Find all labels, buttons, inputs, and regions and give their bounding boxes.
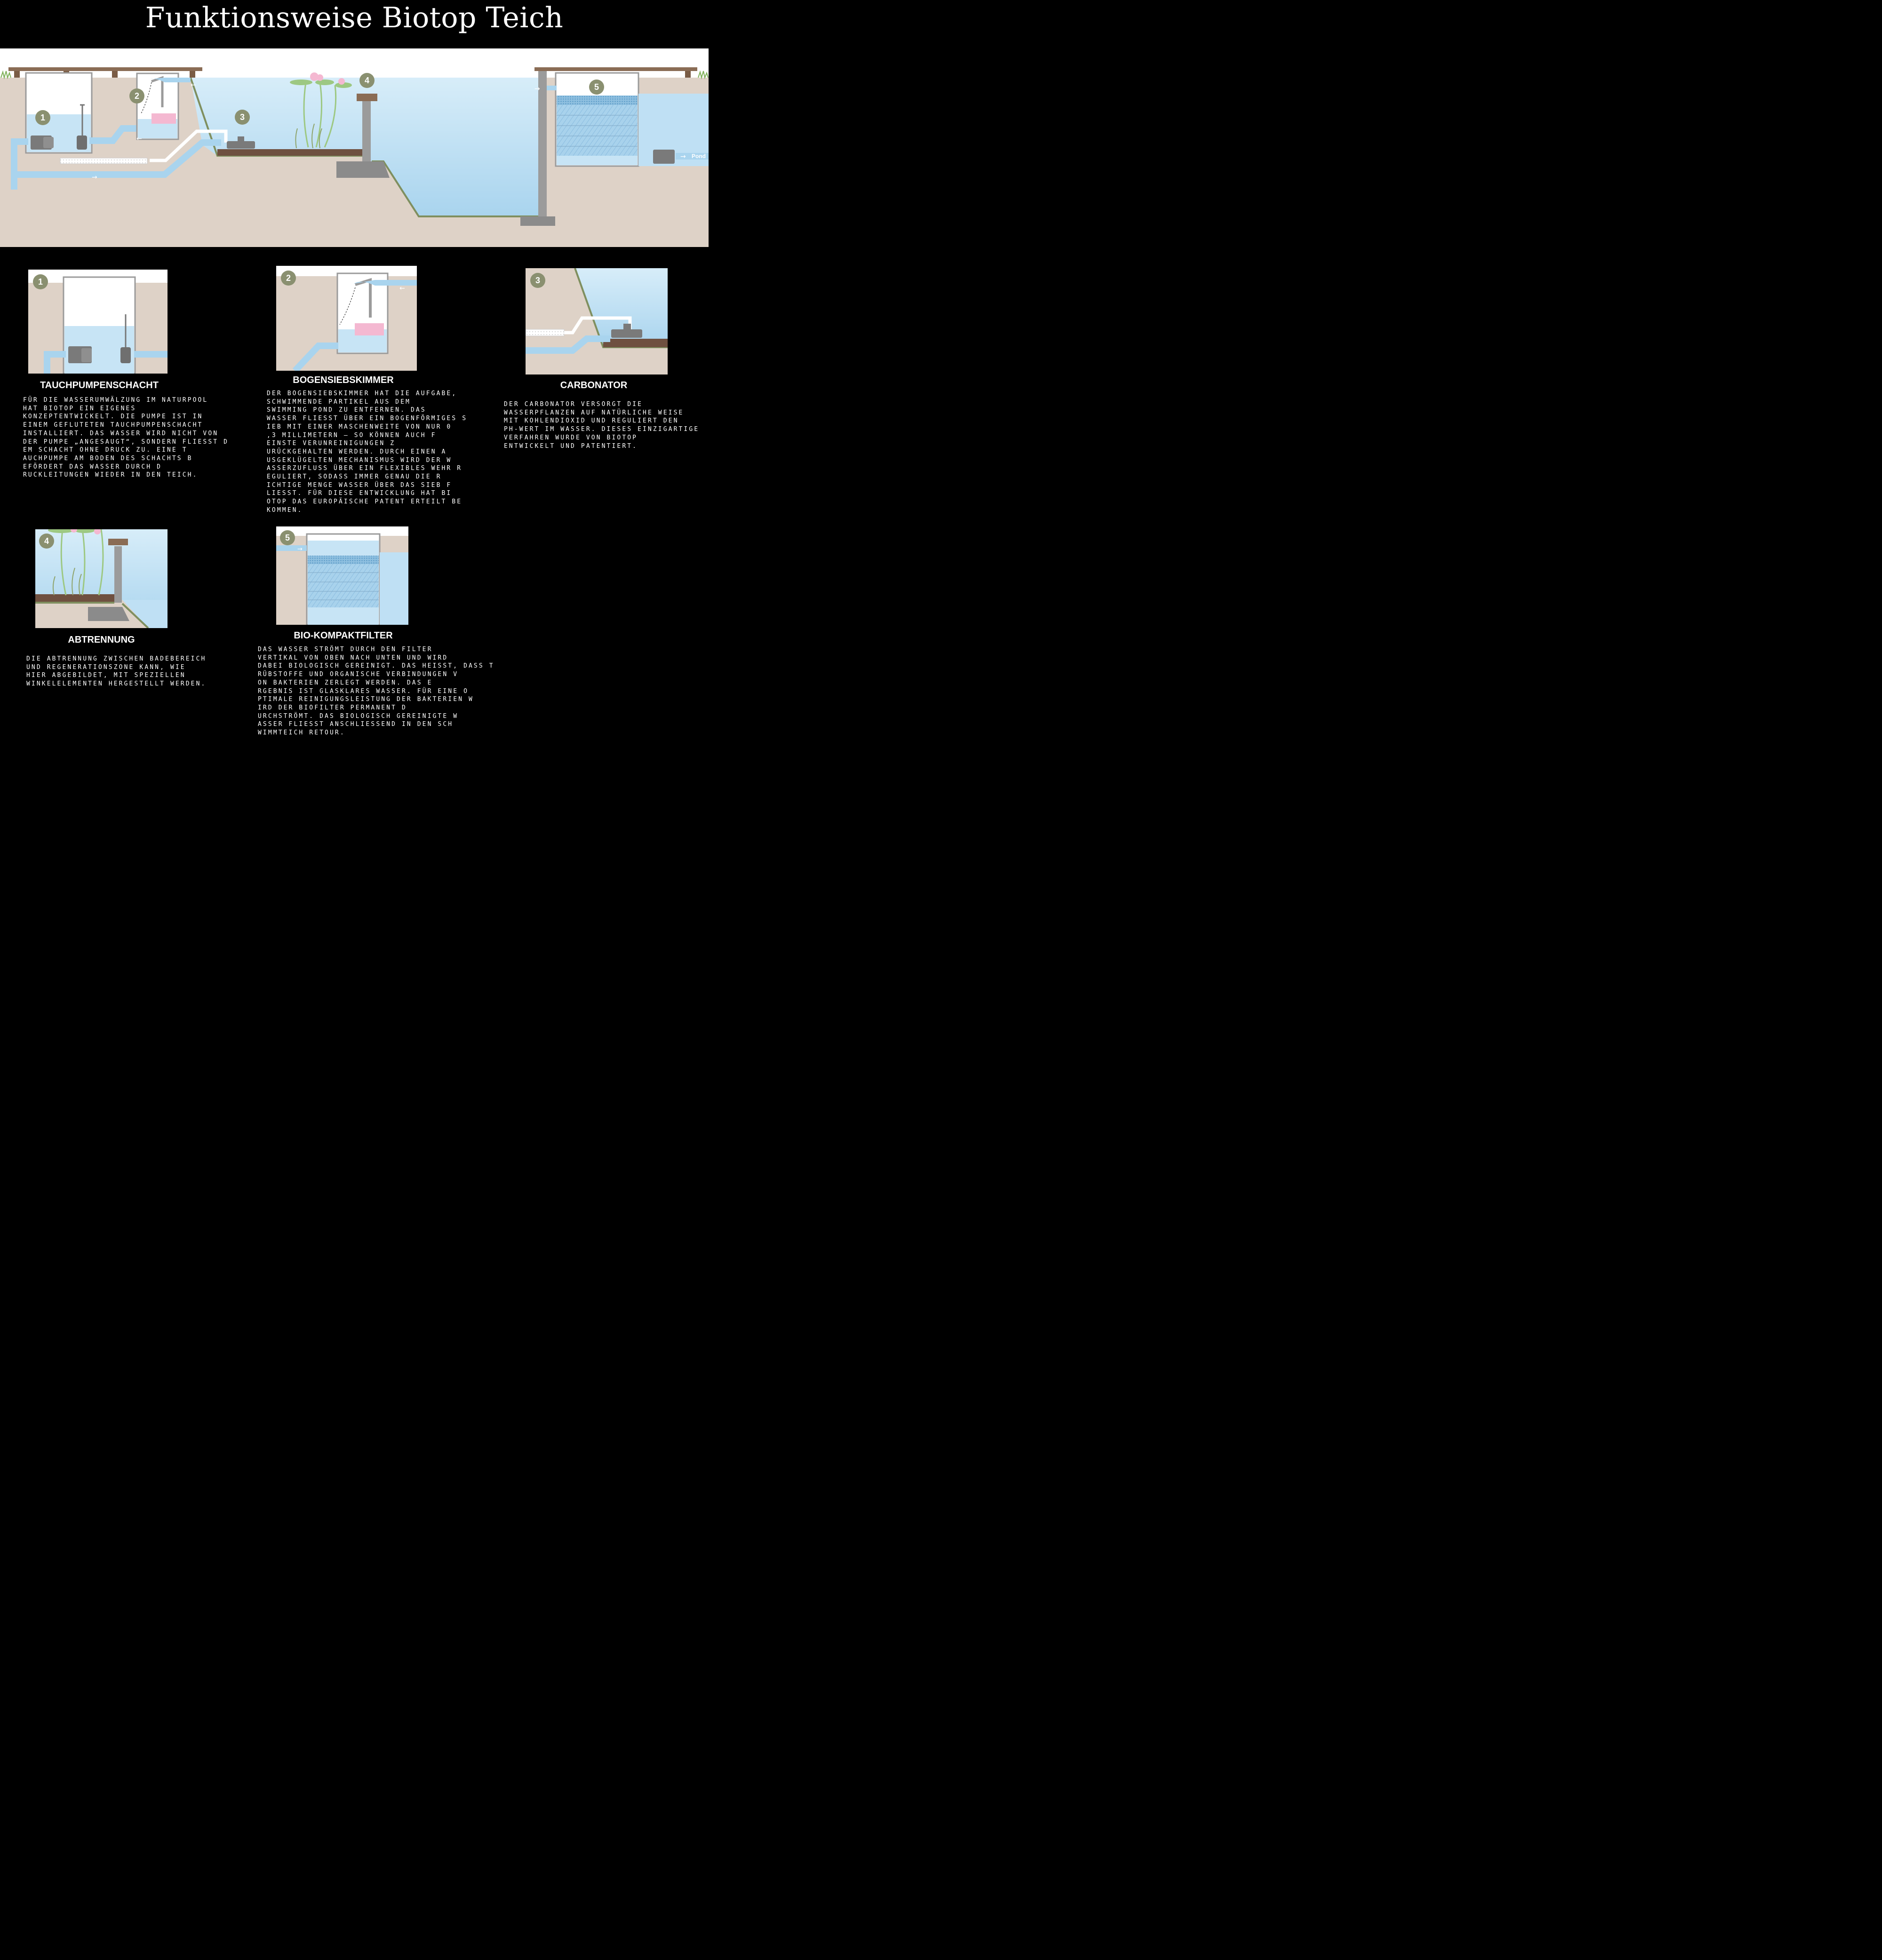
svg-text:1: 1 <box>38 277 43 287</box>
svg-text:→: → <box>92 174 97 181</box>
body-carbonator: Der Carbonator versorgt die Wasserpflanz… <box>504 400 699 450</box>
body-bogensiebskimmer: Der Bogensiebskimmer hat die Aufgabe, sc… <box>267 390 467 515</box>
svg-text:→: → <box>534 85 540 93</box>
svg-text:→: → <box>680 153 686 160</box>
detail-4-image: 4 <box>35 529 167 628</box>
heading-carbonator: CARBONATOR <box>526 380 662 391</box>
svg-text:3: 3 <box>535 276 540 285</box>
badge-1: 1 <box>40 113 45 122</box>
body-tauchpumpenschacht: Für die Wasserumwälzung im Naturpool hat… <box>23 396 229 479</box>
svg-text:2: 2 <box>286 273 291 283</box>
body-abtrennung: Die Abtrennung zwischen Badebereich und … <box>26 655 206 688</box>
svg-text:←: ← <box>136 135 142 143</box>
badge-2: 2 <box>135 91 139 101</box>
pump-icon <box>653 150 675 164</box>
badge-5: 5 <box>594 82 599 92</box>
badge-4: 4 <box>365 76 369 85</box>
badge-3: 3 <box>240 112 245 122</box>
svg-text:←: ← <box>399 285 405 292</box>
outlet-label: Pond <box>692 153 706 159</box>
svg-text:←: ← <box>191 81 196 89</box>
svg-text:→: → <box>297 546 303 553</box>
svg-text:5: 5 <box>285 533 290 542</box>
heading-abtrennung: ABTRENNUNG <box>35 635 167 645</box>
detail-3-image: 3 <box>526 268 668 374</box>
svg-text:4: 4 <box>44 536 49 546</box>
detail-5-image: → 5 <box>276 526 408 625</box>
heading-bio-kompaktfilter: BIO-KOMPAKTFILTER <box>276 630 410 641</box>
body-bio-kompaktfilter: Das Wasser strömt durch den Filter verti… <box>258 645 494 737</box>
page-title: Funktionsweise Biotop Teich <box>0 0 709 36</box>
detail-2-image: ← 2 <box>276 266 417 371</box>
heading-bogensiebskimmer: BOGENSIEBSKIMMER <box>276 375 410 386</box>
sediment <box>217 149 364 156</box>
overview-diagram: Pond ← → ← → → 1 2 3 4 5 <box>0 48 709 247</box>
detail-1-image: 1 <box>28 270 167 374</box>
heading-tauchpumpenschacht: TAUCHPUMPENSCHACHT <box>28 380 170 391</box>
